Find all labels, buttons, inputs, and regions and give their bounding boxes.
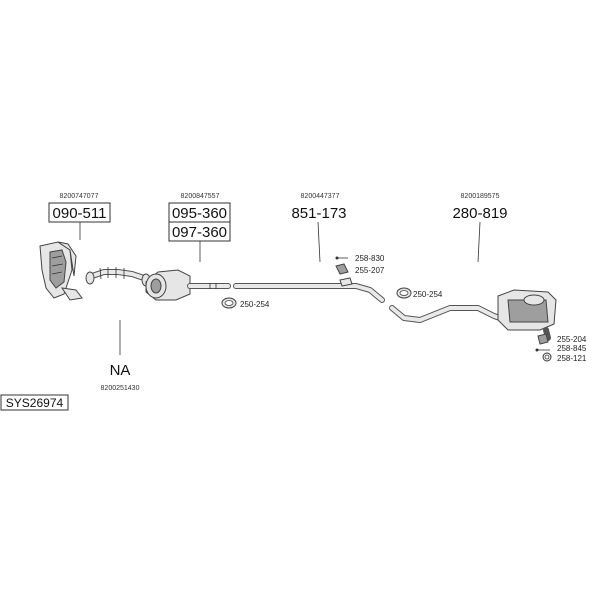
system-code: SYS26974 bbox=[6, 396, 64, 410]
leader-silencer bbox=[477, 221, 481, 263]
oem-silencer: 8200189575 bbox=[461, 193, 500, 200]
ref-box-cat-2 bbox=[168, 221, 231, 242]
ref-cat-2[interactable]: 097-360 bbox=[172, 224, 227, 241]
middle-pipe-icon[interactable] bbox=[233, 277, 385, 303]
ring-icon[interactable] bbox=[542, 352, 552, 362]
acc-bolt-rear[interactable]: 258-845 bbox=[557, 344, 587, 353]
manifold-catalyst-icon[interactable] bbox=[39, 241, 83, 301]
ref-box-manifold bbox=[48, 202, 111, 223]
rear-silencer-icon[interactable] bbox=[497, 289, 557, 341]
oem-flex: 8200251430 bbox=[101, 385, 140, 392]
acc-bolt-middle[interactable]: 258-830 bbox=[355, 254, 385, 263]
ref-silencer[interactable]: 280-819 bbox=[452, 205, 507, 222]
acc-ring-rear[interactable]: 258-121 bbox=[557, 354, 587, 363]
ref-flex[interactable]: NA bbox=[110, 362, 131, 379]
acc-clamp-rear[interactable]: 250-254 bbox=[413, 290, 443, 299]
system-code-box bbox=[0, 394, 69, 411]
acc-clamp-front[interactable]: 250-254 bbox=[240, 300, 270, 309]
rubber-mount-icon[interactable] bbox=[335, 263, 349, 275]
oem-middle: 8200447377 bbox=[301, 193, 340, 200]
bolt-icon[interactable] bbox=[535, 348, 551, 352]
clamp-icon[interactable] bbox=[221, 297, 237, 309]
bolt-icon[interactable] bbox=[335, 256, 349, 260]
oem-manifold: 8200747077 bbox=[60, 193, 99, 200]
clamp-icon[interactable] bbox=[396, 287, 412, 299]
oem-cat: 8200847557 bbox=[181, 193, 220, 200]
rubber-mount-icon[interactable] bbox=[537, 333, 549, 345]
ref-middle[interactable]: 851-173 bbox=[291, 205, 346, 222]
ref-manifold[interactable]: 090-511 bbox=[53, 205, 107, 222]
catalytic-converter-icon[interactable] bbox=[145, 269, 231, 301]
rear-pipe-icon[interactable] bbox=[389, 305, 503, 323]
leader-middle bbox=[317, 221, 321, 263]
acc-mount-rear[interactable]: 255-204 bbox=[557, 335, 587, 344]
acc-mount-middle[interactable]: 255-207 bbox=[355, 266, 385, 275]
flex-pipe-icon[interactable] bbox=[85, 267, 151, 287]
ref-cat-1[interactable]: 095-360 bbox=[172, 205, 227, 222]
